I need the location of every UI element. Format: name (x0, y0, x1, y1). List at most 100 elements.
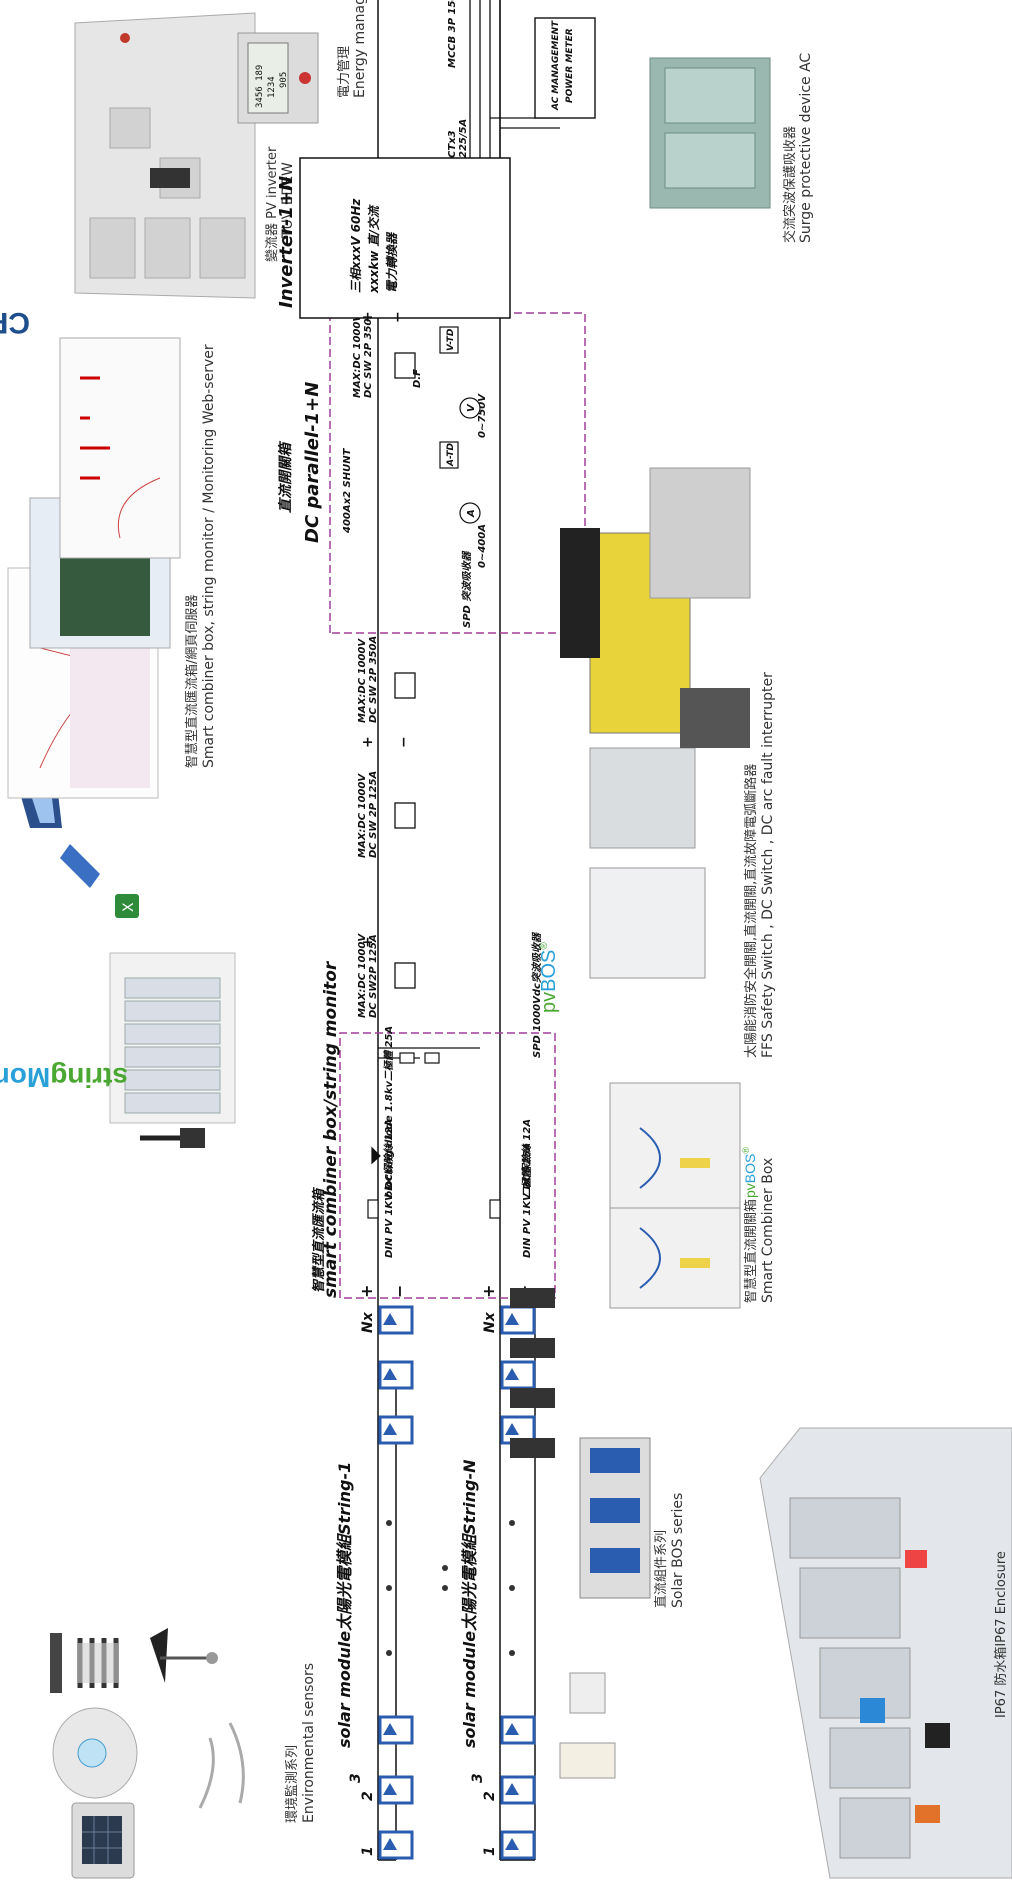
inverter-plus: + (360, 311, 376, 323)
bos-caption-en: Solar BOS series (670, 1493, 686, 1608)
fuse2-label: DIN PV 1KV DC保險絲 12A (521, 1119, 533, 1258)
ct2-label: 225/5A (458, 119, 469, 158)
ip67-enclosure-image (759, 1427, 1012, 1879)
inverter-caption-en: TUV BDEW (280, 162, 296, 239)
string1-n2: 2 (360, 1791, 376, 1801)
energy-caption-en: Energy management (352, 0, 368, 98)
smartbox-caption-en: Smart Combiner Box (760, 1158, 776, 1303)
ac-spd-image (649, 57, 771, 209)
stringN-label: solar module太陽光電模組String-N (460, 1459, 479, 1748)
meters (439, 326, 481, 524)
dc-switches (394, 352, 416, 989)
svg-text:X: X (121, 902, 137, 912)
combiner-label-en: smart combiner box/string monitor (321, 960, 341, 1298)
stringN-nx: Nx (482, 1311, 498, 1333)
diode2-label: 二極體 25A (521, 1143, 533, 1198)
svg-text:1234: 1234 (267, 76, 277, 98)
amp-range: 0~400A (477, 524, 488, 568)
sw2-a: MAX:DC 1000V (357, 773, 368, 858)
bus-plus-2: + (360, 736, 376, 748)
string1-plus: + (357, 1285, 376, 1298)
vtd-label: V-TD (446, 328, 456, 351)
meter-label-2: POWER METER (565, 28, 575, 103)
svg-text:3456 189: 3456 189 (255, 65, 265, 108)
shunt-label: 400Ax2 SHUNT (342, 447, 353, 534)
inverter-minus: − (390, 311, 406, 323)
spd2-label: SPD 突波吸收器 (461, 550, 473, 628)
stringmoni-device-image (109, 952, 236, 1148)
parallel-label-en: DC parallel-1+N (302, 382, 323, 543)
bus-plus-1: + (360, 936, 376, 948)
string1-label: solar module太陽光電模組String-1 (335, 1462, 354, 1748)
amp-meter: A (466, 509, 477, 518)
fire-caption-en: FFS Safety Switch , DC Switch , DC arc f… (760, 672, 776, 1058)
sw3-b: DC SW 2P 350A (368, 636, 379, 723)
atd-label: A-TD (446, 442, 456, 467)
smart-combiner-box-image (609, 1082, 741, 1309)
svg-text:905: 905 (279, 72, 289, 88)
sw1-a: MAX:DC 1000V (357, 933, 368, 1018)
spd-caption-en: Surge protective device AC (798, 53, 814, 243)
parallel-label-zh: 直流開關箱 (277, 440, 294, 513)
env-caption-zh: 環境監測系列 (284, 1745, 300, 1823)
stringmoni-logo: stringMoni® (0, 1062, 128, 1093)
combiner-box-outline (339, 1032, 556, 1299)
environmental-sensors-image (50, 1628, 245, 1879)
monitor-caption-en: Smart combiner box, string monitor / Mon… (201, 344, 217, 768)
monitoring-screenshots (7, 337, 181, 799)
bus-minus-2: − (396, 736, 412, 748)
string1-minus: − (390, 1285, 409, 1298)
stringN-n3: 3 (470, 1773, 486, 1783)
inverter-line3: 電力轉換器 (385, 231, 399, 293)
sw3-a: MAX:DC 1000V (357, 638, 368, 723)
inverter-line1: 三相xxxV 60Hz (349, 198, 363, 293)
ip67-caption: IP67 防水箱IP67 Enclosure (993, 1551, 1009, 1718)
combiner-label-zh: 智慧型直流匯流箱 (311, 1186, 327, 1293)
pvbos-logo: pvBOS® (741, 1147, 758, 1198)
string-1 (377, 0, 414, 1861)
spd-caption-zh: 交流突波保護吸收器 (782, 126, 798, 243)
fire-caption-zh: 太陽能消防安全開關,直流開關,直流故障電弧斷路器 (743, 764, 759, 1058)
inverter-caption-zh: 變流器 PV inverter (264, 146, 280, 262)
mccb-label: MCCB 3P 150A (447, 0, 458, 68)
energy-caption-zh: 電力管理 (337, 46, 352, 98)
cpc-logo: CPC (0, 306, 30, 339)
inverter-label: Inverter-1+N (276, 176, 297, 308)
combiner-components (367, 1047, 501, 1219)
monitor-caption-zh: 智慧型直流匯流箱/網頁伺服器 (184, 595, 200, 768)
power-meter-box (534, 17, 596, 119)
df-label: D.F (412, 369, 423, 388)
pvbos-logo-diagram: pvBOS® (538, 942, 560, 1013)
stringN-n1: 1 (482, 1846, 498, 1856)
svg-text:CPC: CPC (0, 306, 30, 339)
network-icons: X (20, 793, 139, 918)
spd-dc-label: SPD 1000Vdc突波吸收器 (531, 931, 543, 1058)
sw1-b: DC SW2P 125A (368, 934, 379, 1018)
inverter-box (299, 157, 511, 319)
ffs-switch-image (560, 467, 751, 979)
volt-range: 0~750V (477, 393, 488, 438)
bos-caption-zh: 直流組件系列 (654, 1530, 669, 1608)
ct-label: CTx3 (447, 130, 458, 158)
volt-meter: V (466, 403, 477, 412)
env-caption-en: Environmental sensors (301, 1663, 317, 1823)
inverter-image (74, 12, 256, 299)
blocking-label: blocking diode 1.8kv二極體 25A (383, 1026, 395, 1198)
energy-meter-image: 3456 189 1234 905 (237, 32, 319, 124)
solar-bos-image (510, 1288, 651, 1779)
ac-lines (469, 0, 560, 158)
meter-label-1: AC MANAGEMENT (551, 20, 561, 111)
smartbox-caption-zh: 智慧型直流開關箱 (743, 1199, 759, 1303)
sw2-b: DC SW 2P 125A (368, 771, 379, 858)
string1-n3: 3 (348, 1773, 364, 1783)
string1-nx: Nx (360, 1311, 376, 1333)
stringN-n2: 2 (482, 1791, 498, 1801)
string1-n1: 1 (360, 1846, 376, 1856)
inverter-line2: xxxkw 直/交流 (367, 204, 381, 294)
sw4-a: MAX:DC 1000V (352, 313, 363, 398)
sw4-b: DC SW 2P 350A (363, 311, 374, 398)
stringN-plus: + (479, 1285, 498, 1298)
